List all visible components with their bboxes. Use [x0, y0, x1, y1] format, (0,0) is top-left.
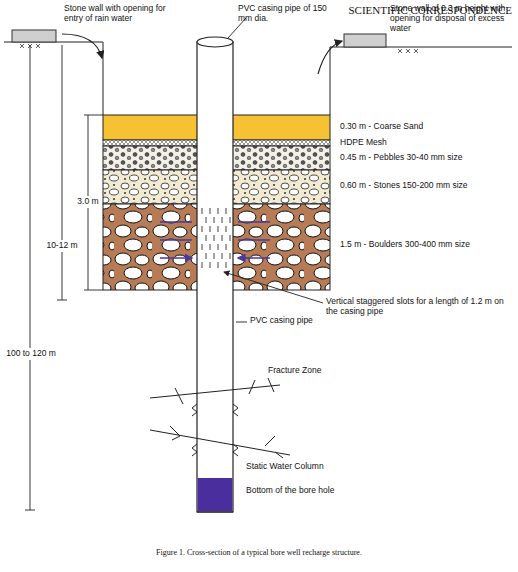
- slot-mark: [210, 244, 211, 250]
- slot-mark: [226, 226, 227, 232]
- part-label: 0.45 m - Pebbles 30-40 mm size: [340, 153, 512, 163]
- part-label: Stone wall with opening for entry of rai…: [64, 4, 174, 24]
- slot-mark: [210, 262, 211, 268]
- slot-mark: [206, 217, 207, 223]
- slot-mark: [218, 262, 219, 268]
- slot-mark: [214, 253, 215, 259]
- figure-caption: Figure 1. Cross-section of a typical bor…: [20, 548, 498, 557]
- slot-mark: [218, 244, 219, 250]
- dimension-label: 3.0 m: [74, 196, 102, 208]
- slot-mark: [218, 226, 219, 232]
- slot-mark: [222, 253, 223, 259]
- slot-mark: [202, 208, 203, 214]
- slot-mark: [230, 235, 231, 241]
- slot-mark: [214, 235, 215, 241]
- part-label: Fracture Zone: [268, 366, 368, 376]
- slot-mark: [230, 253, 231, 259]
- slot-mark: [222, 217, 223, 223]
- slot-mark: [218, 208, 219, 214]
- slot-mark: [206, 253, 207, 259]
- part-label: Static Water Column: [246, 462, 336, 472]
- part-label: HDPE Mesh: [340, 138, 512, 148]
- slot-mark: [230, 217, 231, 223]
- dimension-label: 100 to 120 m: [4, 348, 58, 360]
- part-label: Stone wall of 0.3 m height with opening …: [390, 4, 514, 33]
- slot-mark: [226, 262, 227, 268]
- part-label: PVC casing pipe of 150 mm dia.: [238, 4, 338, 24]
- slot-mark: [206, 235, 207, 241]
- slot-mark: [210, 226, 211, 232]
- slot-mark: [202, 262, 203, 268]
- part-label: 0.60 m - Stones 150-200 mm size: [340, 181, 512, 191]
- part-label: 1.5 m - Boulders 300-400 mm size: [340, 240, 512, 250]
- slot-mark: [210, 208, 211, 214]
- slot-mark: [202, 226, 203, 232]
- slot-mark: [214, 217, 215, 223]
- slot-mark: [226, 244, 227, 250]
- part-label: Bottom of the bore hole: [246, 486, 336, 496]
- part-label: 0.30 m - Coarse Sand: [340, 122, 512, 132]
- dimension-label: 10-12 m: [42, 240, 82, 252]
- slot-mark: [226, 208, 227, 214]
- part-label: PVC casing pipe: [250, 316, 350, 326]
- slot-mark: [222, 235, 223, 241]
- part-label: Vertical staggered slots for a length of…: [326, 297, 512, 317]
- slot-mark: [202, 244, 203, 250]
